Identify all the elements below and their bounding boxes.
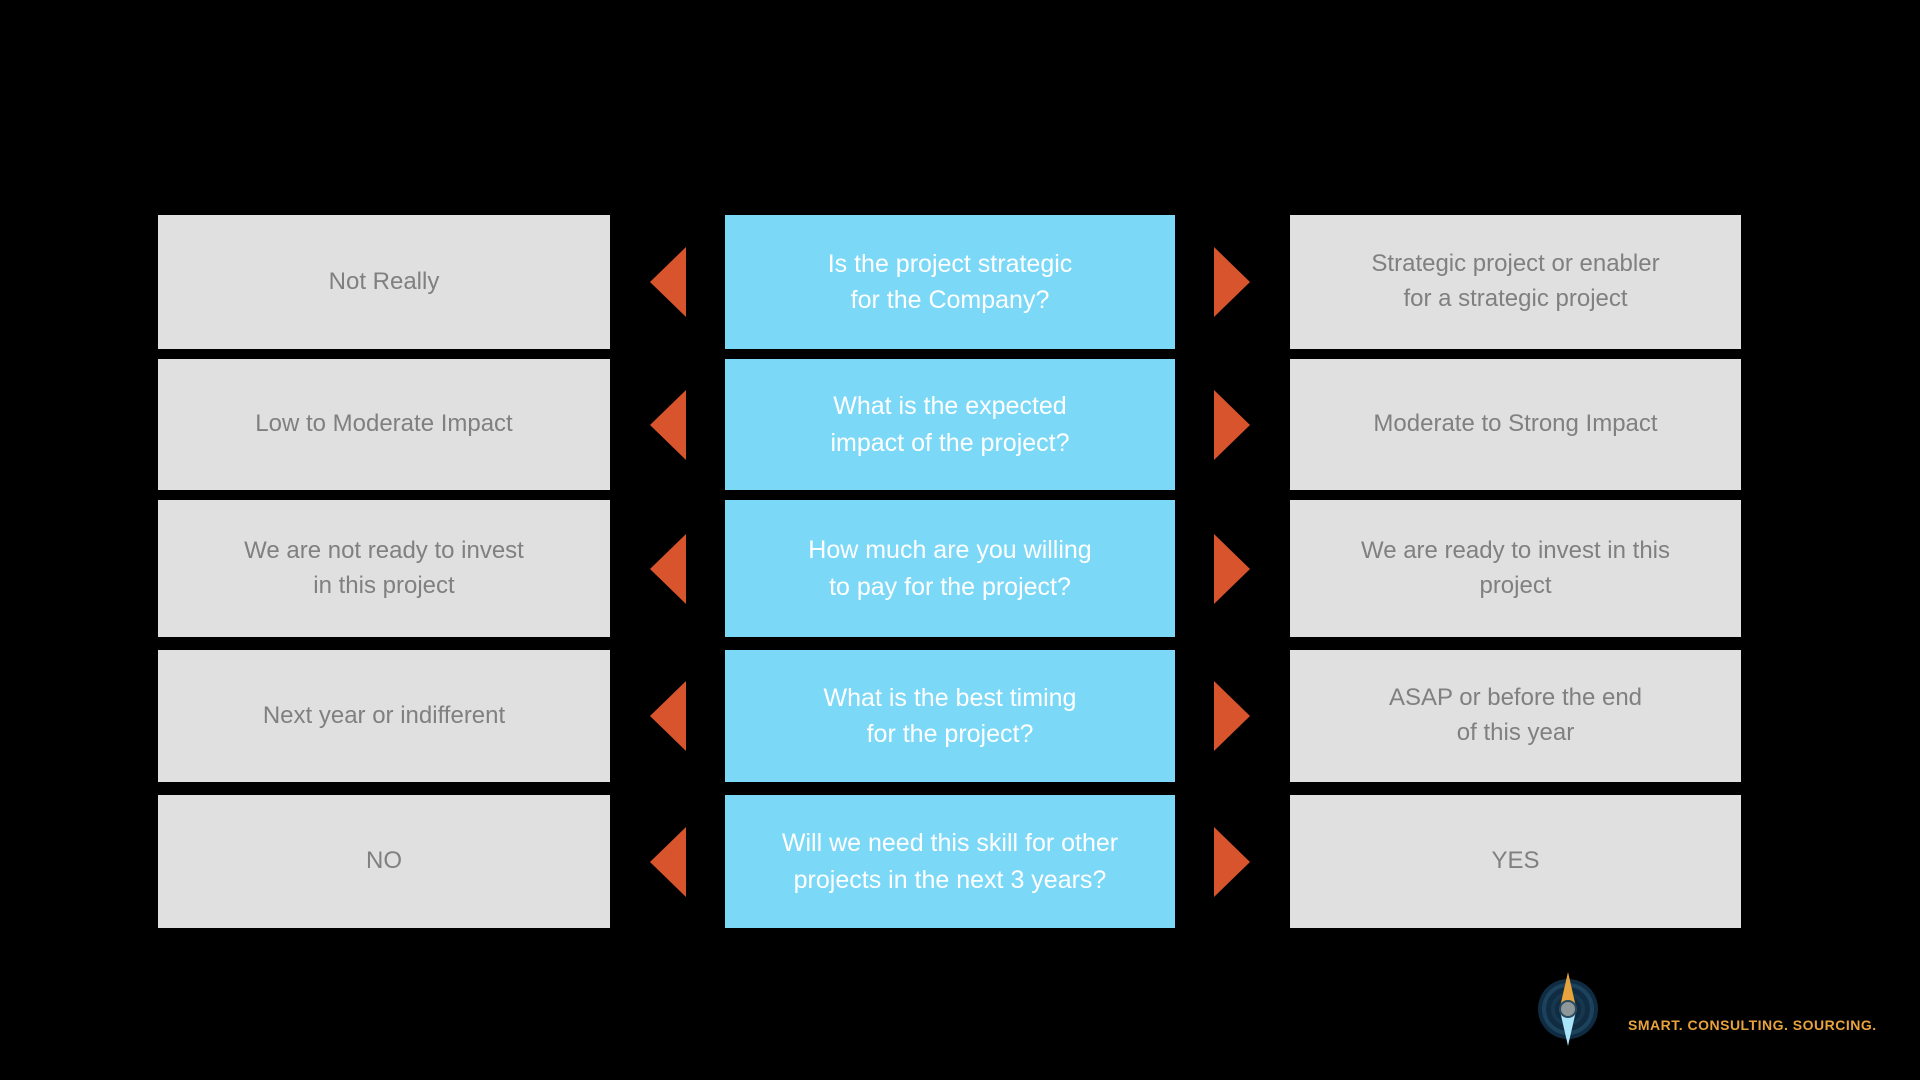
decision-row: NO Will we need this skill for other pro…: [0, 795, 1920, 928]
question-box: Will we need this skill for other projec…: [725, 795, 1175, 928]
question-box: Is the project strategic for the Company…: [725, 215, 1175, 349]
question-box: What is the expected impact of the proje…: [725, 359, 1175, 490]
decision-row: Next year or indifferent What is the bes…: [0, 650, 1920, 782]
decision-row: Low to Moderate Impact What is the expec…: [0, 359, 1920, 490]
compass-logo-icon: [1530, 965, 1606, 1055]
arrow-right-icon: [1214, 681, 1250, 751]
arrow-right-icon: [1214, 389, 1250, 460]
arrow-right-icon: [1214, 533, 1250, 604]
arrow-left-icon: [650, 533, 686, 604]
arrow-left-icon: [650, 247, 686, 317]
left-answer-box: We are not ready to invest in this proje…: [158, 500, 610, 637]
question-box: How much are you willing to pay for the …: [725, 500, 1175, 637]
arrow-right-icon: [1214, 247, 1250, 317]
decision-row: We are not ready to invest in this proje…: [0, 500, 1920, 637]
left-answer-box: Low to Moderate Impact: [158, 359, 610, 490]
arrow-left-icon: [650, 681, 686, 751]
arrow-right-icon: [1214, 826, 1250, 897]
right-answer-box: We are ready to invest in this project: [1290, 500, 1741, 637]
question-box: What is the best timing for the project?: [725, 650, 1175, 782]
right-answer-box: ASAP or before the end of this year: [1290, 650, 1741, 782]
decision-row: Not Really Is the project strategic for …: [0, 215, 1920, 349]
arrow-left-icon: [650, 389, 686, 460]
right-answer-box: YES: [1290, 795, 1741, 928]
right-answer-box: Moderate to Strong Impact: [1290, 359, 1741, 490]
arrow-left-icon: [650, 826, 686, 897]
brand-tagline: SMART. CONSULTING. SOURCING.: [1628, 1017, 1877, 1033]
left-answer-box: Not Really: [158, 215, 610, 349]
right-answer-box: Strategic project or enabler for a strat…: [1290, 215, 1741, 349]
left-answer-box: NO: [158, 795, 610, 928]
left-answer-box: Next year or indifferent: [158, 650, 610, 782]
